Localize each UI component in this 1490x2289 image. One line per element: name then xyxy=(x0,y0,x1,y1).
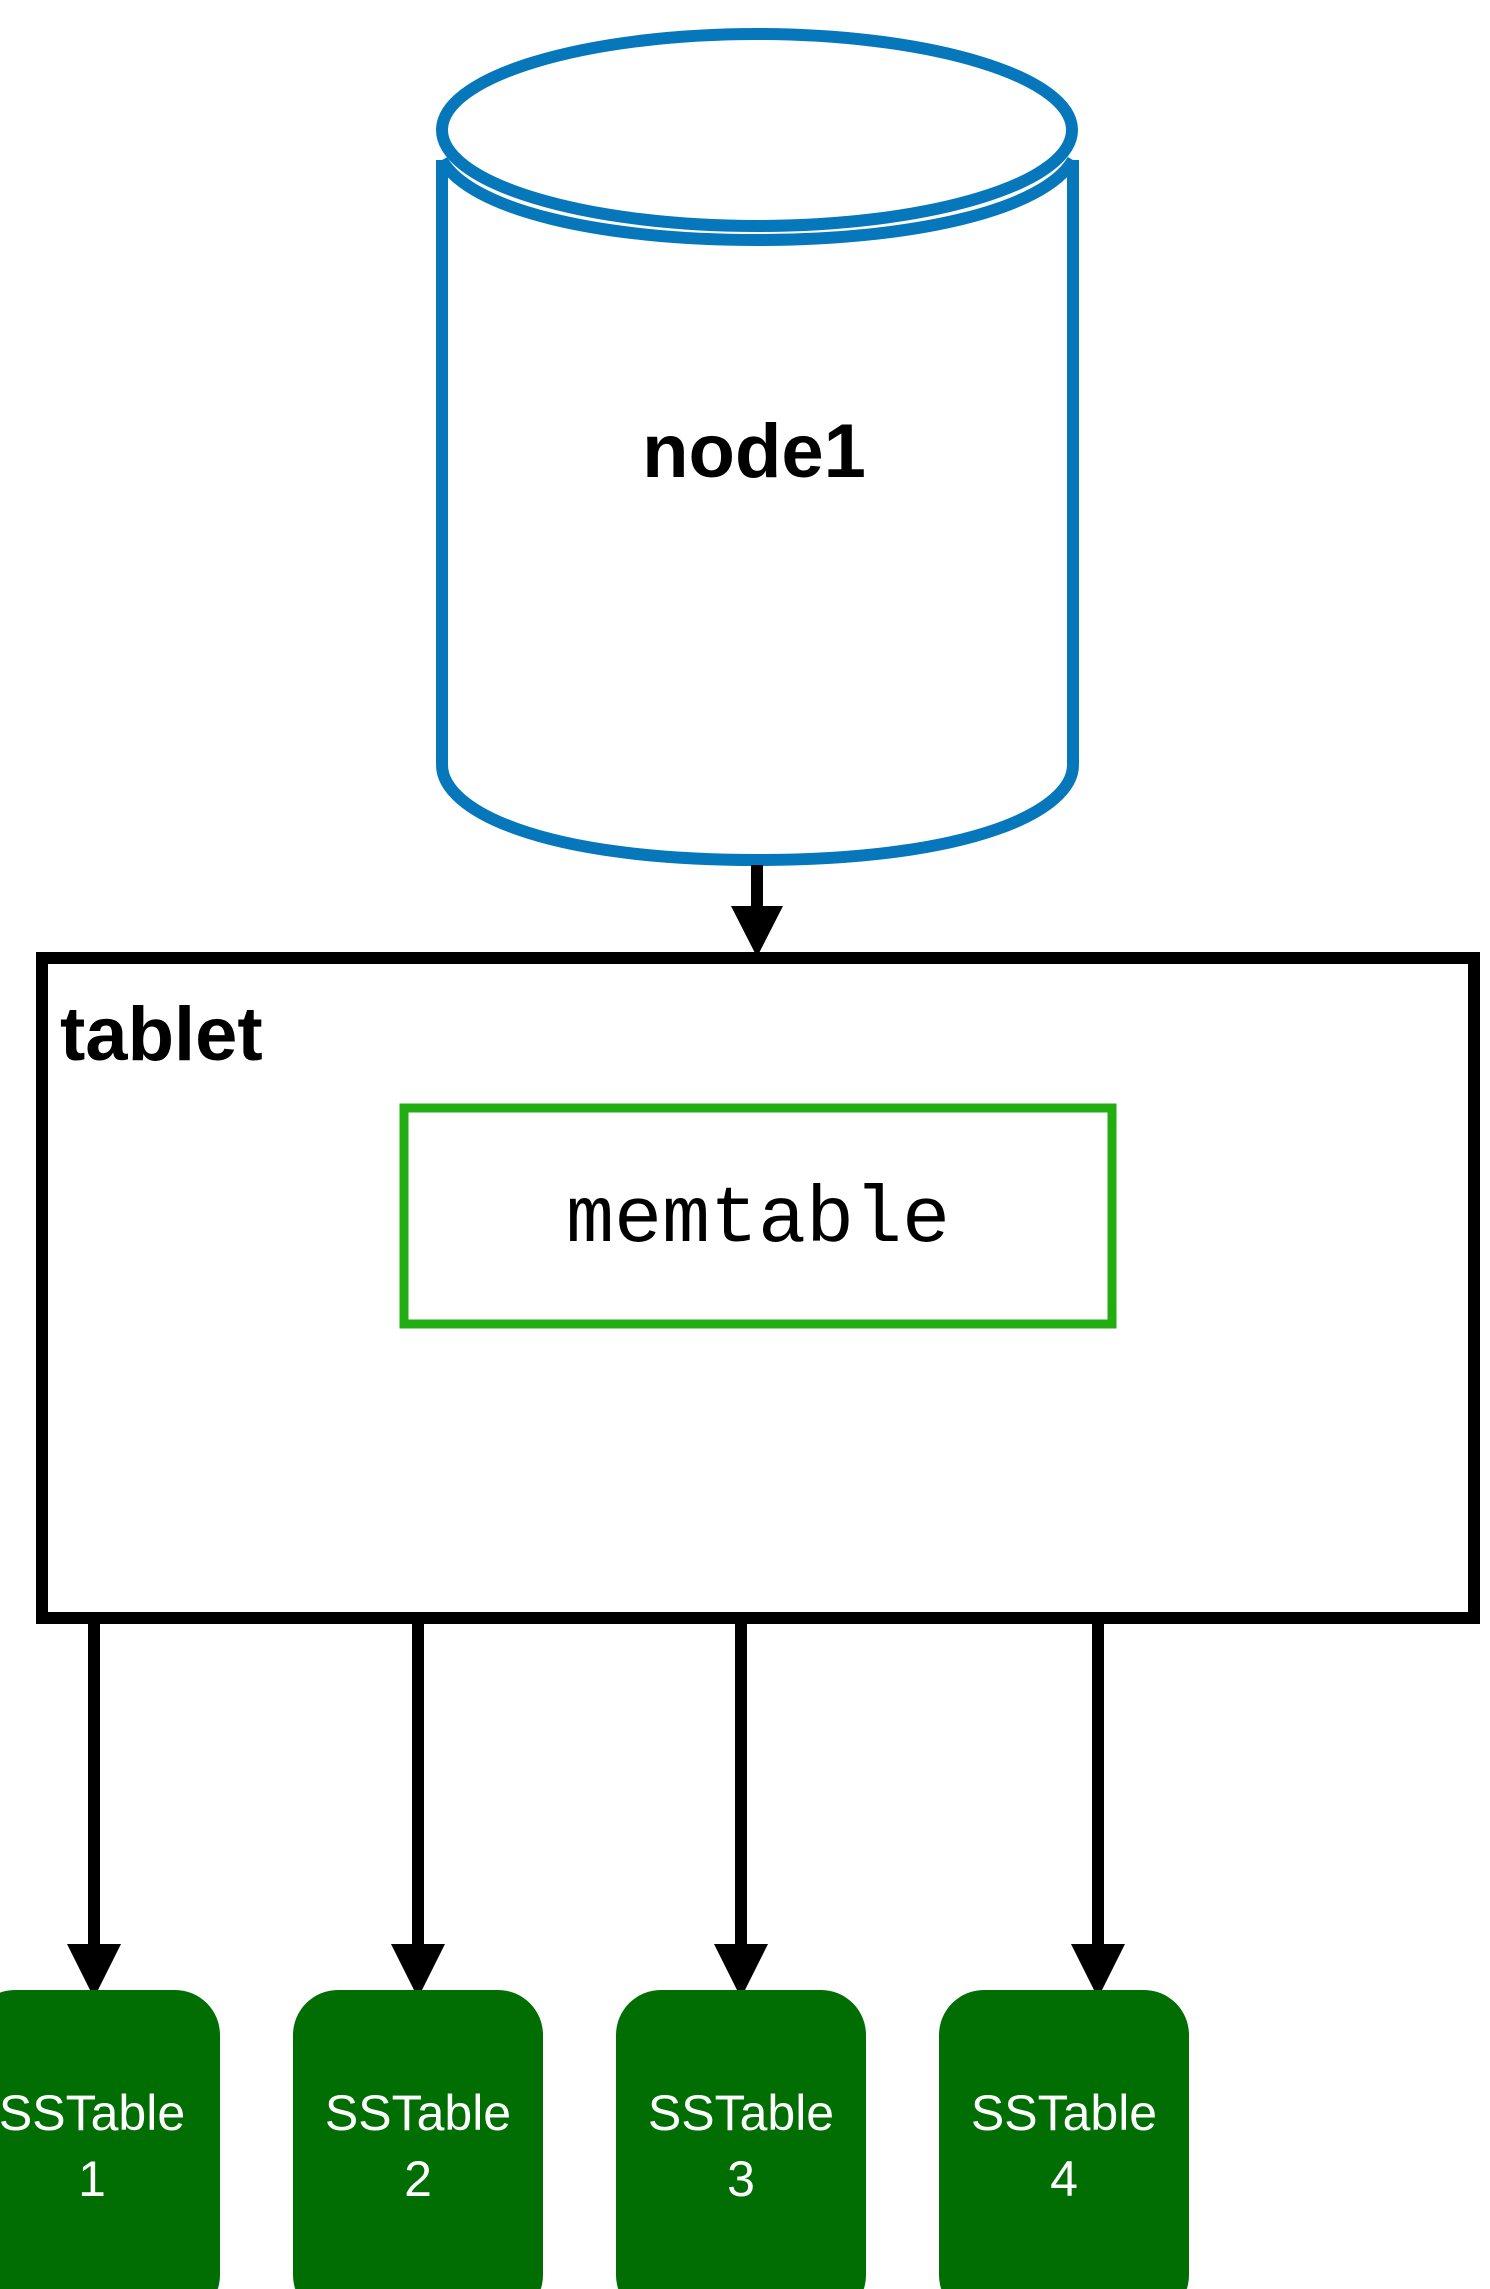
arrow-to-sstable-2 xyxy=(391,1624,445,1998)
node-to-tablet-arrow xyxy=(731,865,783,957)
node1-cylinder-body xyxy=(436,160,1079,867)
arrow-to-sstable-4 xyxy=(1071,1624,1125,1998)
sstable-1: SSTable 1 xyxy=(0,1990,220,2289)
arrow-to-sstable-3 xyxy=(714,1624,768,1998)
sstable-4-line2: 4 xyxy=(1050,2151,1078,2207)
memtable-box xyxy=(399,1103,1117,1329)
sstable-1-box xyxy=(0,1990,220,2289)
sstable-4-line1: SSTable xyxy=(971,2085,1157,2141)
sstable-2-line2: 2 xyxy=(404,2151,432,2207)
node1-cylinder-top xyxy=(436,28,1078,232)
sstable-3-line1: SSTable xyxy=(648,2085,834,2141)
memtable-label: memtable xyxy=(566,1175,950,1266)
sstable-3: SSTable 3 xyxy=(616,1990,866,2289)
tablet-box: tablet memtable xyxy=(36,952,1480,1624)
sstable-3-line2: 3 xyxy=(727,2151,755,2207)
sstable-2-box xyxy=(293,1990,543,2289)
sstable-3-box xyxy=(616,1990,866,2289)
sstable-1-line2: 1 xyxy=(78,2151,106,2207)
tablet-label: tablet xyxy=(60,992,263,1077)
sstable-1-line1: SSTable xyxy=(0,2085,185,2141)
arrow-to-sstable-1 xyxy=(67,1624,121,1998)
sstable-4: SSTable 4 xyxy=(939,1990,1189,2289)
node1-cylinder-inner-rim xyxy=(436,156,1079,247)
sstable-4-box xyxy=(939,1990,1189,2289)
sstable-2: SSTable 2 xyxy=(293,1990,543,2289)
node1-label: node1 xyxy=(642,409,866,494)
tablet-to-sstable-arrows xyxy=(67,1624,1125,1998)
sstable-2-line1: SSTable xyxy=(325,2085,511,2141)
node1-cylinder: node1 xyxy=(436,28,1079,867)
